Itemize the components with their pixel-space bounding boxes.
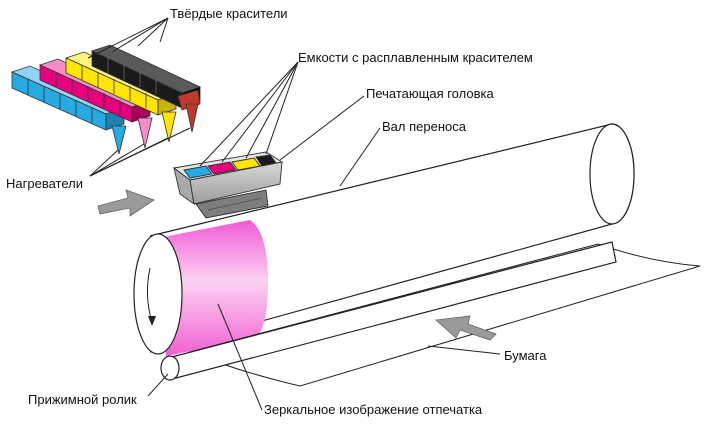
reservoir-magenta — [207, 161, 237, 175]
reservoir-yellow — [231, 157, 261, 171]
label-melted-ink-reservoirs: Емкости с расплавленным красителем — [298, 50, 533, 65]
label-mirror-image: Зеркальное изображение отпечатка — [264, 402, 483, 417]
transfer-drum — [149, 123, 635, 353]
flow-arrow-icon — [97, 189, 155, 217]
label-pressure-roller: Прижимной ролик — [28, 392, 137, 407]
leaders-solid-inks — [87, 17, 169, 59]
heater-cone-cyan — [111, 125, 127, 155]
solid-ink-sticks — [10, 44, 202, 131]
leader-transfer-drum — [339, 127, 381, 187]
print-head — [172, 151, 284, 219]
leader-mirror-image — [217, 303, 263, 411]
label-print-head: Печатающая головка — [366, 86, 494, 101]
leader-print-head — [279, 95, 365, 161]
heater-cones — [111, 103, 199, 155]
heater-cone-black — [185, 103, 199, 133]
reservoir-black — [255, 154, 277, 167]
reservoir-cyan — [183, 165, 213, 179]
heater-cone-magenta — [137, 117, 153, 149]
mirror-image-band — [158, 220, 268, 356]
leaders-heaters — [89, 127, 191, 177]
heater-cone-yellow — [161, 111, 177, 143]
label-transfer-drum: Вал переноса — [382, 119, 466, 134]
leaders-reservoirs — [199, 61, 299, 167]
label-solid-inks: Твёрдые красители — [170, 6, 288, 21]
label-heaters: Нагреватели — [6, 176, 83, 191]
leader-pressure-roller — [147, 373, 169, 397]
pressure-roller — [160, 241, 617, 381]
label-paper: Бумага — [504, 348, 547, 363]
transfer-drum-end — [133, 233, 183, 355]
leader-paper — [427, 345, 501, 355]
flow-arrow-icon — [435, 315, 497, 341]
